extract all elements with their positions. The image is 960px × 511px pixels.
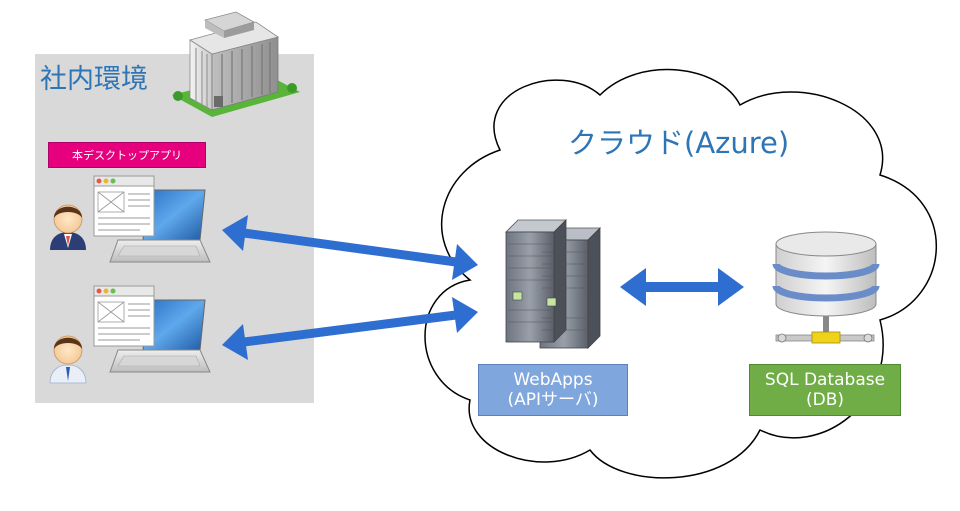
arrow-laptop2-server: [222, 297, 478, 360]
user-avatar-icon: [49, 335, 87, 384]
database-label-line2: (DB): [805, 390, 845, 410]
server-rack-icon: [505, 219, 601, 349]
laptop-icon: [93, 175, 211, 263]
webapps-label: WebApps (APIサーバ): [478, 364, 628, 416]
database-label-line1: SQL Database: [764, 370, 886, 390]
cloud-title: クラウド(Azure): [568, 126, 790, 160]
database-label: SQL Database (DB): [749, 364, 901, 416]
webapps-label-line2: (APIサーバ): [507, 390, 599, 410]
desktop-app-label: 本デスクトップアプリ: [48, 142, 206, 168]
webapps-label-line1: WebApps: [513, 370, 593, 390]
user-avatar-icon: [50, 204, 86, 250]
arrow-server-database: [620, 268, 744, 306]
arrow-laptop1-server: [222, 215, 478, 280]
onprem-title: 社内環境: [40, 64, 148, 95]
database-icon: [772, 231, 880, 344]
arrows: [222, 215, 744, 360]
laptop-icon: [93, 285, 211, 373]
office-building-icon: [172, 11, 300, 117]
